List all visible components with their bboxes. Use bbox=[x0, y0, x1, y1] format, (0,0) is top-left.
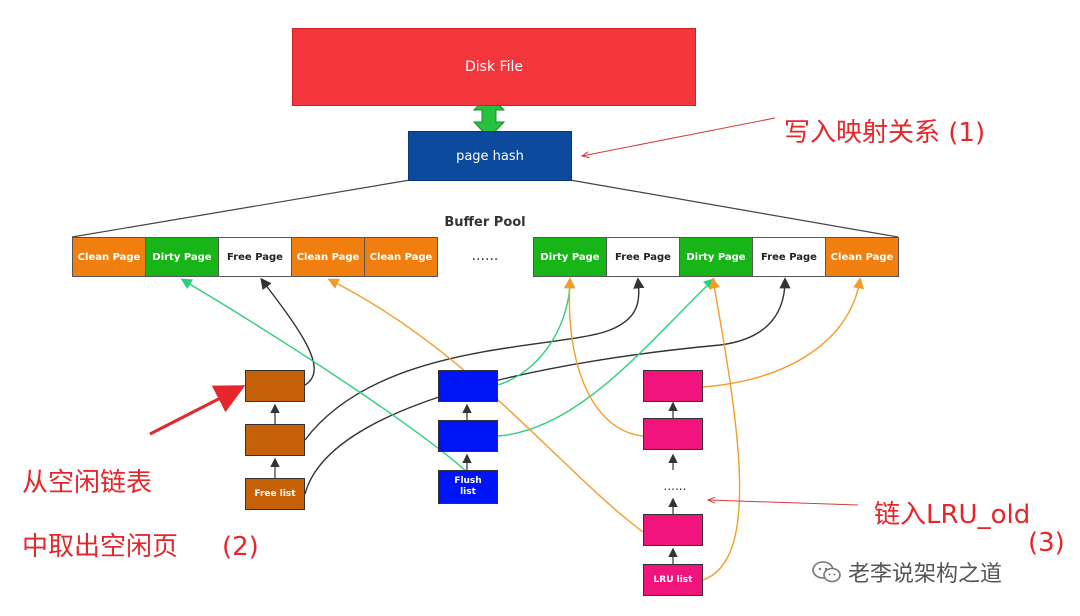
disk-file-box: Disk File bbox=[292, 28, 696, 106]
step2-annotation-number: (2) bbox=[222, 532, 259, 562]
wechat-icon bbox=[812, 561, 841, 583]
page-hash-label: page hash bbox=[456, 148, 524, 164]
lru-link-curve-3 bbox=[327, 278, 644, 533]
step3-annotation-number: (3) bbox=[1028, 528, 1065, 558]
lru-list-node bbox=[643, 370, 703, 402]
watermark-text: 老李说架构之道 bbox=[848, 562, 1003, 587]
free-link-curve-1 bbox=[260, 277, 315, 386]
buffer-page-dirty: Dirty Page bbox=[679, 237, 753, 277]
buffer-pool-gap: ...... bbox=[471, 248, 499, 264]
page-hash-box: page hash bbox=[408, 131, 572, 181]
buffer-page-clean: Clean Page bbox=[825, 237, 899, 277]
buffer-page-free: Free Page bbox=[606, 237, 680, 277]
free-list-label: Free list bbox=[254, 488, 296, 499]
step3-arrow bbox=[708, 500, 859, 506]
buffer-page-dirty: Dirty Page bbox=[145, 237, 219, 277]
flush-list-label-line2: list bbox=[460, 487, 476, 497]
flush-list-head: Flush list bbox=[438, 470, 498, 504]
hash-fan-right bbox=[569, 179, 899, 238]
buffer-page-free: Free Page bbox=[752, 237, 826, 277]
lru-link-curve-4 bbox=[702, 277, 741, 581]
buffer-pool-title: Buffer Pool bbox=[444, 214, 526, 230]
lru-list-label: LRU list bbox=[653, 574, 693, 585]
flush-link-curve-1 bbox=[497, 277, 576, 386]
step3-annotation: 链入LRU_old bbox=[874, 500, 1031, 530]
watermark: 老李说架构之道 bbox=[812, 554, 1062, 590]
flush-list-node bbox=[438, 420, 498, 452]
lru-list-node bbox=[643, 418, 703, 450]
buffer-page-clean: Clean Page bbox=[364, 237, 438, 277]
buffer-page-free: Free Page bbox=[218, 237, 292, 277]
free-list-head: Free list bbox=[245, 478, 305, 510]
flush-list-label-line1: Flush bbox=[454, 476, 482, 486]
lru-link-curve-2 bbox=[563, 277, 644, 437]
lru-list-node bbox=[643, 514, 703, 546]
buffer-page-clean: Clean Page bbox=[72, 237, 146, 277]
free-list-node bbox=[245, 424, 305, 456]
buffer-page-dirty: Dirty Page bbox=[533, 237, 607, 277]
step1-annotation: 写入映射关系 (1) bbox=[784, 118, 986, 148]
buffer-page-clean: Clean Page bbox=[291, 237, 365, 277]
step2-annotation-line2: 中取出空闲页 bbox=[22, 532, 179, 562]
flush-list-node bbox=[438, 370, 498, 402]
flush-link-curve-2 bbox=[497, 278, 716, 437]
step1-arrow bbox=[582, 117, 776, 156]
lru-list-gap: ...... bbox=[663, 479, 687, 493]
free-link-curve-3 bbox=[304, 277, 791, 495]
lru-link-curve-1 bbox=[702, 277, 865, 388]
free-list-node bbox=[245, 370, 305, 402]
free-link-curve-2 bbox=[304, 277, 645, 441]
lru-list-head: LRU list bbox=[643, 564, 703, 596]
flush-link-curve-3 bbox=[180, 278, 468, 473]
step2-arrow bbox=[149, 385, 246, 436]
step2-annotation-line1: 从空闲链表 bbox=[22, 468, 153, 498]
disk-file-label: Disk File bbox=[465, 59, 523, 75]
hash-fan-left bbox=[71, 179, 411, 238]
